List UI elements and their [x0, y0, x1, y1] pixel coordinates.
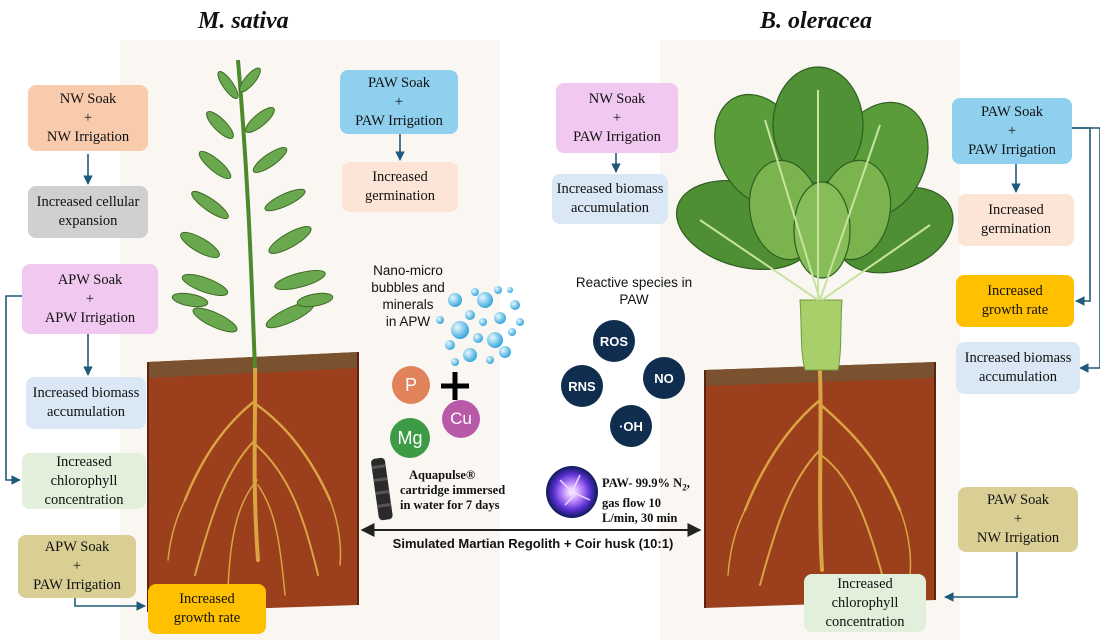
- paw-soak-paw-irrigation-box-right: PAW Soak + PAW Irrigation: [952, 98, 1072, 164]
- box-line: accumulation: [46, 404, 126, 420]
- copper-circle: Cu: [442, 400, 480, 438]
- box-line: PAW Soak: [980, 103, 1044, 120]
- box-line: Increased: [179, 591, 235, 607]
- increased-growth-rate-box-left: Increased growth rate: [148, 584, 266, 634]
- box-line: concentration: [44, 491, 124, 508]
- paw-soak-nw-irrigation-box: PAW Soak + NW Irrigation: [958, 487, 1078, 552]
- box-line: +: [394, 93, 404, 110]
- box-line: +: [1007, 122, 1017, 139]
- rns-circle: RNS: [561, 365, 603, 407]
- box-line: Increased: [987, 283, 1043, 299]
- label-line: Aquapulse®: [409, 468, 476, 482]
- nw-soak-paw-irrigation-box: NW Soak + PAW Irrigation: [556, 83, 678, 153]
- box-line: NW Soak: [588, 90, 646, 107]
- right-arrows: [611, 127, 1100, 602]
- box-line: +: [72, 558, 82, 574]
- increased-chlorophyll-box-right: Increased chlorophyll concentration: [804, 574, 926, 632]
- box-line: chlorophyll: [50, 472, 118, 489]
- box-line: PAW Irrigation: [968, 141, 1056, 158]
- box-line: Increased: [988, 202, 1044, 218]
- box-line: NW Soak: [59, 90, 117, 107]
- hydroxyl-circle: ·OH: [610, 405, 652, 447]
- box-line: Increased biomass: [964, 350, 1072, 366]
- box-line: NW Irrigation: [46, 128, 130, 145]
- label-comma: ,: [686, 476, 690, 490]
- nw-soak-nw-irrigation-box: NW Soak + NW Irrigation: [28, 85, 148, 151]
- box-line: PAW Soak: [986, 492, 1050, 508]
- box-line: APW Soak: [44, 539, 110, 555]
- left-arrows: [5, 134, 405, 611]
- plus-sign: [441, 372, 469, 400]
- nano-bubbles-label: Nano-micro bubbles and minerals in APW: [362, 262, 454, 330]
- apw-soak-paw-irrigation-box: APW Soak + PAW Irrigation: [18, 535, 136, 598]
- box-line: Increased: [56, 453, 112, 470]
- box-line: PAW Soak: [367, 74, 431, 91]
- aquapulse-label: Aquapulse® cartridge immersed in water f…: [400, 468, 540, 513]
- increased-biomass-box-right-2: Increased biomass accumulation: [956, 342, 1080, 394]
- box-line: APW Irrigation: [44, 309, 136, 326]
- apw-soak-apw-irrigation-box: APW Soak + APW Irrigation: [22, 264, 158, 334]
- box-line: growth rate: [173, 610, 241, 626]
- box-line: PAW Irrigation: [33, 577, 121, 593]
- label-line: gas flow 10: [602, 495, 662, 510]
- label-line: bubbles and: [371, 280, 445, 295]
- label-line: PAW: [619, 292, 649, 307]
- box-line: accumulation: [978, 369, 1058, 385]
- box-line: PAW Irrigation: [573, 128, 661, 145]
- label-line: Nano-micro: [373, 263, 443, 278]
- label-line: L/min, 30 min: [602, 510, 678, 525]
- box-line: growth rate: [981, 302, 1049, 318]
- box-line: +: [1013, 511, 1023, 527]
- right-soil-block: [704, 362, 936, 608]
- nano-bubbles-cluster: [436, 286, 524, 366]
- label-line: minerals: [382, 297, 434, 312]
- box-line: Increased: [372, 169, 428, 185]
- increased-biomass-box-left: Increased biomass accumulation: [26, 377, 146, 429]
- box-line: APW Soak: [57, 271, 123, 288]
- magnesium-circle: Mg: [390, 418, 430, 458]
- increased-germination-box-right: Increased germination: [958, 194, 1074, 246]
- plasma-generator: [546, 466, 598, 518]
- label-line: in water for 7 days: [400, 498, 500, 512]
- ros-circle: ROS: [593, 320, 635, 362]
- left-plant-title: M. sativa: [198, 8, 289, 34]
- increased-growth-rate-box-right: Increased growth rate: [956, 275, 1074, 327]
- paw-generation-label: PAW- 99.9% N2, gas flow 10 L/min, 30 min: [602, 476, 722, 526]
- box-line: PAW Irrigation: [355, 112, 443, 129]
- no-circle: NO: [643, 357, 685, 399]
- aquapulse-cartridge: [371, 457, 393, 521]
- brassica-plant: [675, 66, 954, 371]
- box-line: germination: [364, 188, 436, 204]
- phosphorus-circle: P: [392, 366, 430, 404]
- increased-germination-box-left: Increased germination: [342, 162, 458, 212]
- regolith-label: Simulated Martian Regolith + Coir husk (…: [392, 536, 674, 551]
- box-line: accumulation: [570, 200, 650, 216]
- box-line: +: [85, 290, 95, 307]
- box-line: expansion: [58, 213, 118, 229]
- reactive-species-label: Reactive species in PAW: [560, 274, 708, 308]
- label-line: PAW- 99.9% N: [602, 476, 683, 490]
- box-line: Increased: [837, 575, 893, 592]
- subscript: 2: [682, 482, 687, 493]
- box-line: chlorophyll: [831, 594, 899, 611]
- box-line: Increased biomass: [556, 181, 664, 197]
- label-line: Reactive species in: [575, 275, 693, 290]
- increased-chlorophyll-box-left: Increased chlorophyll concentration: [22, 453, 146, 509]
- increased-biomass-box-right: Increased biomass accumulation: [552, 174, 668, 224]
- box-line: concentration: [825, 613, 905, 630]
- increased-cellular-expansion-box: Increased cellular expansion: [28, 186, 148, 238]
- alfalfa-plant: [171, 59, 334, 369]
- right-plant-title: B. oleracea: [760, 8, 872, 34]
- box-line: +: [612, 109, 622, 126]
- box-line: +: [83, 109, 93, 126]
- paw-soak-paw-irrigation-box-left: PAW Soak + PAW Irrigation: [340, 70, 458, 134]
- box-line: Increased biomass: [32, 385, 140, 401]
- box-line: Increased cellular: [36, 194, 140, 210]
- box-line: NW Irrigation: [976, 530, 1060, 546]
- left-soil-block: [147, 352, 359, 612]
- box-line: germination: [980, 221, 1052, 237]
- label-line: in APW: [385, 314, 431, 329]
- label-line: cartridge immersed: [400, 483, 506, 497]
